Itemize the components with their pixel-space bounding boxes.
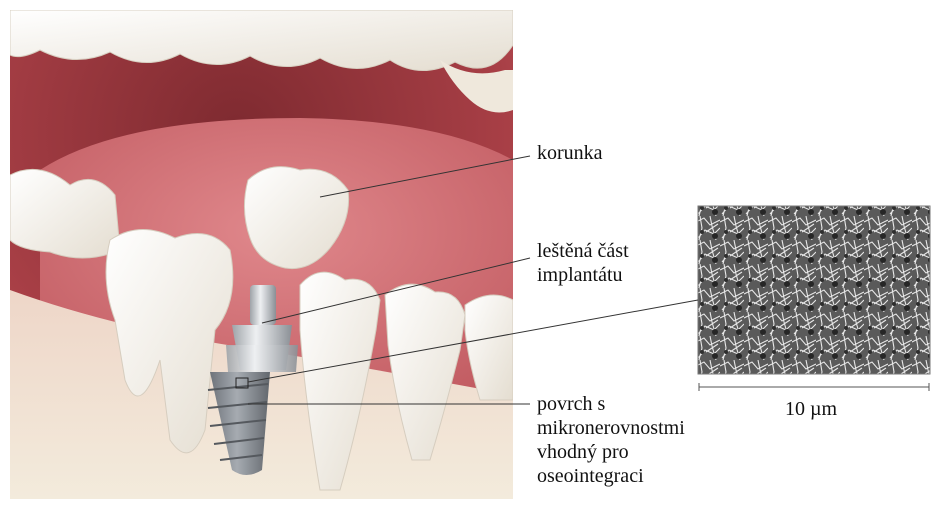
sem-micrograph: [698, 206, 930, 374]
label-surface-line-2: mikronerovnostmi: [537, 416, 685, 440]
label-surface-line-3: vhodný pro: [537, 440, 685, 464]
scale-bar: [699, 383, 929, 391]
label-surface-line-1: povrch s: [537, 392, 685, 416]
label-polished-part-line-1: leštěná část: [537, 239, 629, 263]
scale-bar-label: 10 µm: [785, 397, 837, 421]
label-polished-part: leštěná část implantátu: [537, 239, 629, 287]
label-crown: korunka: [537, 141, 603, 165]
label-surface-line-4: oseointegraci: [537, 464, 685, 488]
mouth-illustration: [10, 10, 513, 499]
label-surface: povrch s mikronerovnostmi vhodný pro ose…: [537, 392, 685, 488]
label-polished-part-line-2: implantátu: [537, 263, 629, 287]
